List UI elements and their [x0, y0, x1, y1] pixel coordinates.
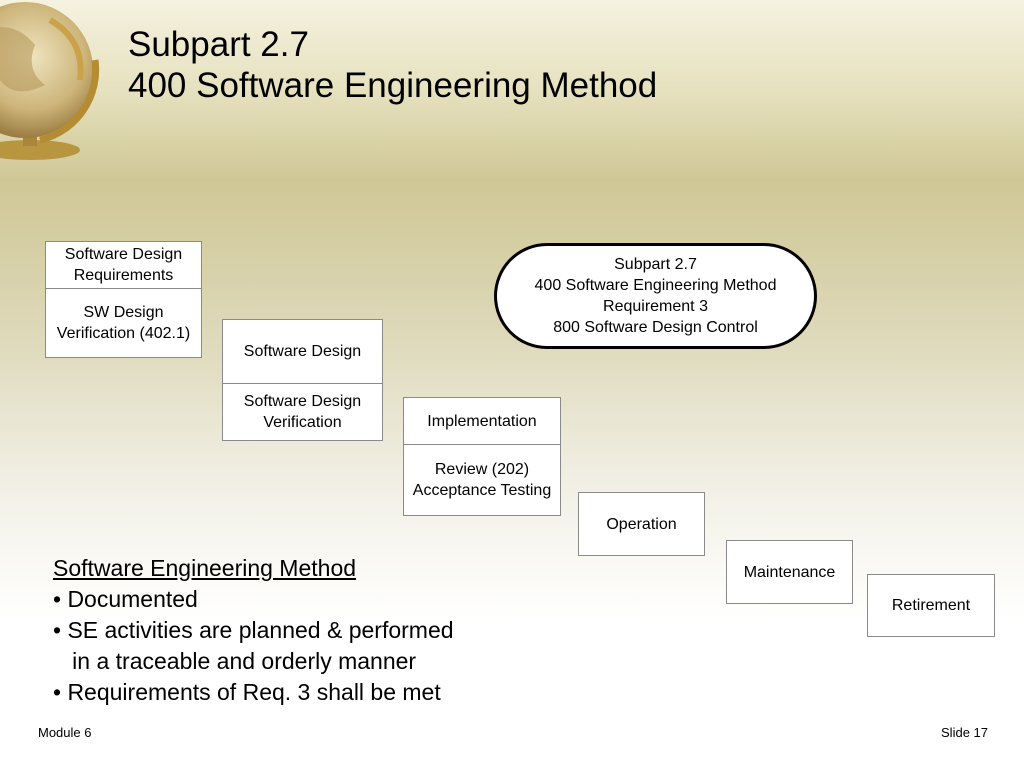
globe-icon — [0, 2, 100, 160]
summary-bullet-activities: • SE activities are planned & performed — [53, 617, 454, 643]
summary-bullet-activities-cont: in a traceable and orderly manner — [53, 648, 417, 674]
requirements-stage-label: Software Design Requirements — [64, 246, 183, 284]
design-verification-label: Software Design Verification — [223, 383, 382, 440]
callout-line-3: Requirement 3 — [603, 298, 708, 315]
callout-line-1: Subpart 2.7 — [614, 256, 697, 273]
implementation-review-label: Review (202) Acceptance Testing — [404, 444, 560, 515]
slide-title: Subpart 2.7 400 Software Engineering Met… — [128, 24, 657, 106]
retirement-stage-box: Retirement — [867, 574, 995, 637]
retirement-stage-label: Retirement — [891, 597, 971, 614]
maintenance-stage-label: Maintenance — [743, 563, 836, 581]
footer-slide-number: Slide 17 — [941, 725, 988, 740]
method-summary: Software Engineering Method • Documented… — [53, 553, 454, 708]
summary-bullet-requirements: • Requirements of Req. 3 shall be met — [53, 679, 441, 705]
title-line-2: 400 Software Engineering Method — [128, 66, 658, 105]
design-stage-box: Software Design Software Design Verifica… — [222, 319, 383, 441]
title-line-1: Subpart 2.7 — [128, 25, 309, 64]
maintenance-stage-box: Maintenance — [726, 540, 853, 604]
callout-line-4: 800 Software Design Control — [553, 319, 758, 336]
requirements-verification-label: SW Design Verification (402.1) — [46, 288, 201, 357]
operation-stage-box: Operation — [578, 492, 705, 556]
requirements-stage-box: Software Design Requirements SW Design V… — [45, 241, 202, 358]
requirement-callout: Subpart 2.7 400 Software Engineering Met… — [494, 243, 817, 349]
design-stage-label: Software Design — [243, 343, 362, 360]
footer-module-label: Module 6 — [38, 725, 92, 740]
implementation-stage-label: Implementation — [427, 412, 537, 430]
operation-stage-label: Operation — [606, 515, 677, 533]
implementation-stage-box: Implementation Review (202) Acceptance T… — [403, 397, 561, 516]
summary-heading: Software Engineering Method — [53, 555, 357, 581]
callout-line-2: 400 Software Engineering Method — [534, 277, 777, 294]
summary-bullet-documented: • Documented — [53, 586, 198, 612]
